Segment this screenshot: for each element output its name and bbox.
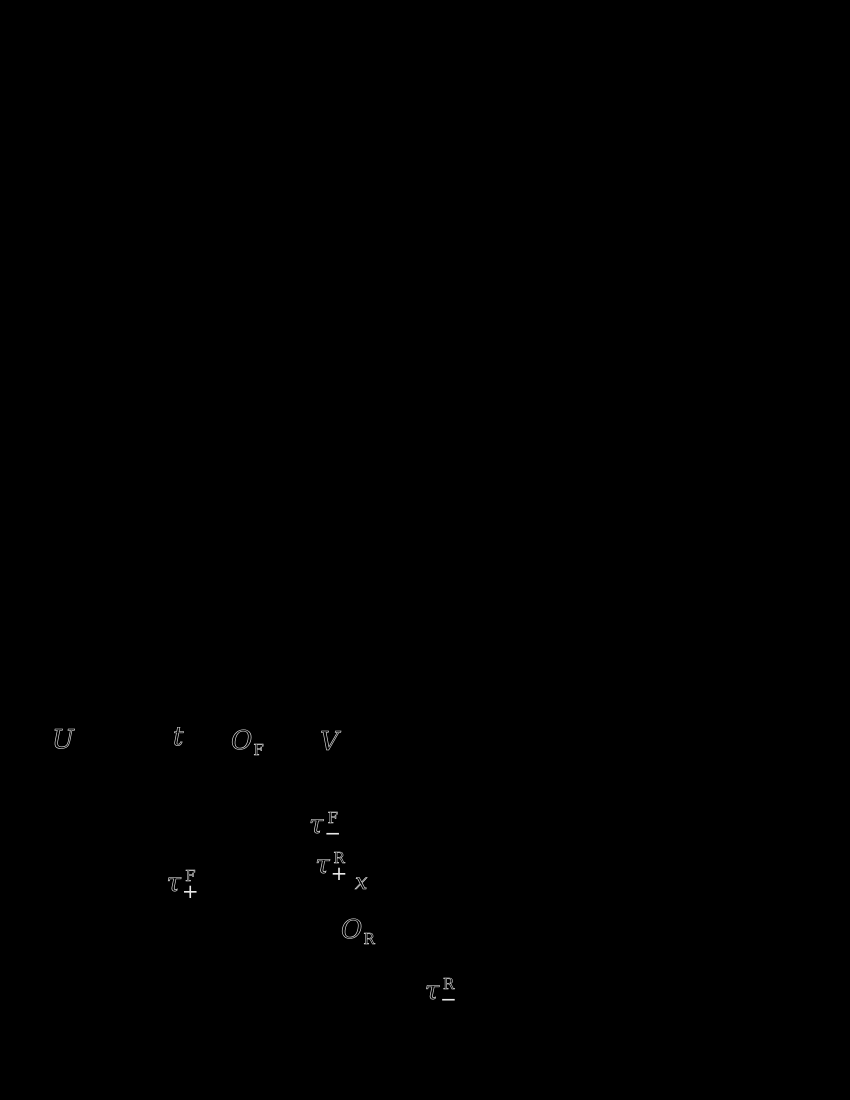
label-t: t — [173, 722, 184, 752]
label-O-R-base: O — [341, 915, 363, 945]
label-O-R-sub: R — [363, 930, 375, 948]
label-O-F: OF — [231, 726, 264, 758]
label-tau-minus-F-sup: F — [327, 809, 338, 827]
label-tau-minus-F-sub: − — [324, 821, 342, 845]
label-t-base: t — [173, 722, 184, 752]
label-x-base: x — [355, 870, 368, 895]
label-tau-minus-R-sub: − — [440, 987, 457, 1011]
label-tau-minus-R-base: τ — [424, 976, 440, 1006]
label-O-F-sub: F — [253, 741, 264, 759]
label-V: V — [320, 727, 339, 757]
label-tau-plus-R-sup: R — [333, 849, 345, 867]
label-tau-plus-F-sup: F — [185, 867, 196, 885]
label-U: U — [52, 725, 75, 755]
label-U-base: U — [52, 725, 75, 755]
label-tau-plus-R-base: τ — [315, 850, 330, 880]
label-tau-minus-R-sup: R — [442, 975, 455, 993]
label-O-R: OR — [341, 915, 375, 947]
label-V-base: V — [320, 727, 339, 757]
label-tau-minus-F-base: τ — [309, 810, 324, 840]
label-tau-plus-F-sub: + — [181, 879, 199, 903]
label-tau-plus-F-base: τ — [166, 868, 181, 898]
label-O-F-base: O — [231, 726, 253, 756]
label-tau-plus-R-sub: + — [330, 861, 348, 885]
label-x: x — [355, 870, 368, 895]
